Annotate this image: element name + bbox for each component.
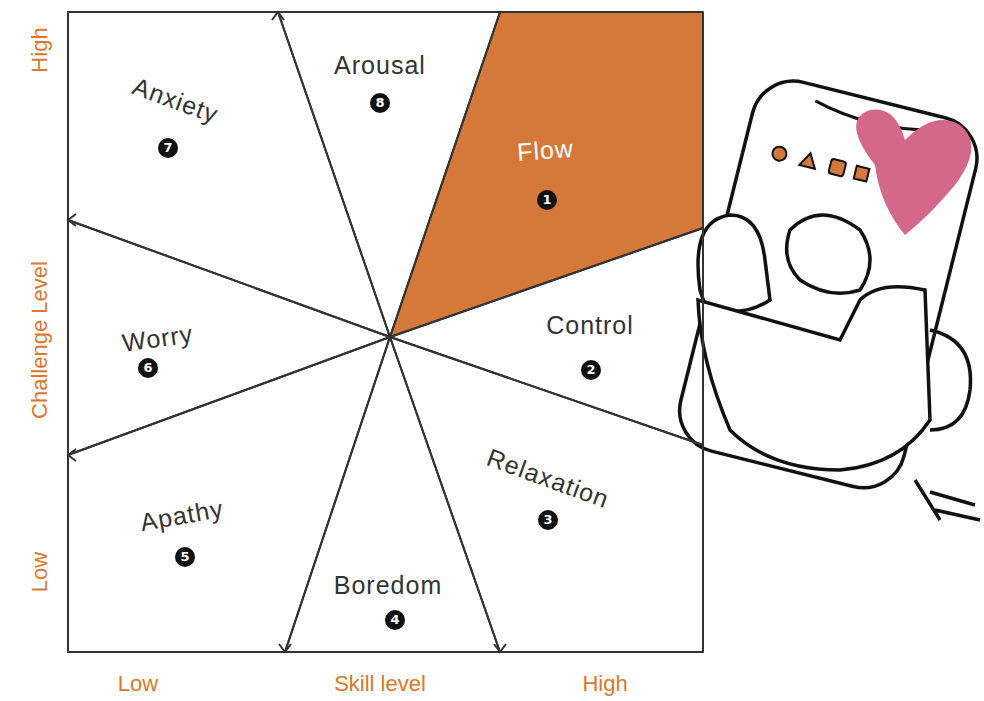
callout-number: 7: [158, 138, 178, 158]
arrow-ticks: [68, 12, 506, 652]
sector-region: Arousal 8: [278, 12, 500, 337]
sector-shape: [390, 12, 703, 337]
callout-number: 5: [175, 547, 195, 567]
sector-label: Worry: [121, 319, 196, 358]
phone-illustration: [671, 72, 984, 520]
callout-number: 8: [370, 93, 390, 113]
callout-number: 1: [537, 190, 557, 210]
sector-region: Relaxation3: [390, 337, 703, 652]
sector-region: Apathy 5: [68, 337, 390, 652]
sector-label: Control: [546, 311, 634, 340]
sector-label: Arousal: [334, 51, 426, 80]
sector-region: Boredom 4: [285, 337, 500, 652]
sector-region: Flow 1: [390, 12, 703, 337]
axis-label: Low: [118, 671, 158, 697]
callout-number: 4: [385, 610, 405, 630]
callout-number: 6: [138, 358, 158, 378]
sector-label: Flow: [516, 134, 575, 167]
callout-number: 2: [581, 360, 601, 380]
sector-label: Boredom: [334, 571, 442, 600]
axis-label: Skill level: [334, 671, 426, 697]
axis-label: High: [582, 671, 627, 697]
sector-label: Anxiety: [128, 71, 222, 129]
sector-label: Relaxation: [483, 442, 613, 513]
sector-shape: [68, 337, 390, 652]
sector-shape: [390, 337, 703, 652]
sector-label: Apathy: [138, 493, 226, 536]
sector-region: Worry6: [68, 220, 390, 455]
axis-label: Challenge Level: [27, 261, 53, 419]
axis-label: High: [27, 27, 53, 72]
sector-region: Control 2: [390, 228, 703, 445]
callout-number: 3: [538, 510, 558, 530]
sector-shape: [68, 220, 390, 455]
sector-shape: [285, 337, 500, 652]
axis-label: Low: [27, 552, 53, 592]
